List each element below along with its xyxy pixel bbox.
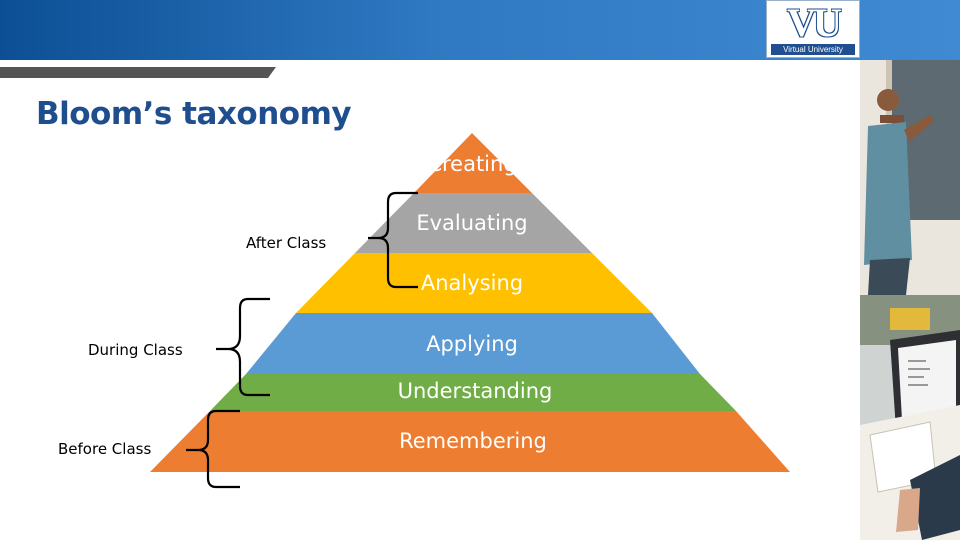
level-label-analysing: Analysing	[420, 271, 524, 295]
classroom-photo	[860, 60, 960, 540]
phase-label-after-class: After Class	[246, 234, 327, 252]
pyramid-level-applying	[246, 313, 700, 374]
pyramid-level-analysing	[296, 253, 652, 313]
logo-subtitle: Virtual University	[771, 44, 855, 55]
logo-mark: VU	[787, 0, 842, 45]
level-label-remembering: Remembering	[399, 429, 547, 453]
bracket-during-class	[216, 297, 270, 397]
pyramid-level-remembering	[150, 411, 790, 472]
phase-label-before-class: Before Class	[58, 440, 152, 458]
level-label-evaluating: Evaluating	[416, 211, 528, 235]
pyramid-level-creating	[414, 133, 532, 193]
level-label-understanding: Understanding	[397, 379, 553, 403]
pyramid-level-evaluating	[355, 193, 592, 253]
bracket-after-class	[368, 191, 418, 289]
level-label-creating: Creating	[427, 152, 517, 176]
slide-title: Bloom’s taxonomy	[36, 96, 352, 132]
bracket-before-class	[186, 409, 240, 489]
header-accent-stripe	[0, 67, 276, 78]
level-label-applying: Applying	[426, 332, 518, 356]
phase-label-during-class: During Class	[88, 341, 183, 359]
university-logo: VU Virtual University	[766, 0, 860, 58]
pyramid-level-understanding	[210, 374, 736, 411]
